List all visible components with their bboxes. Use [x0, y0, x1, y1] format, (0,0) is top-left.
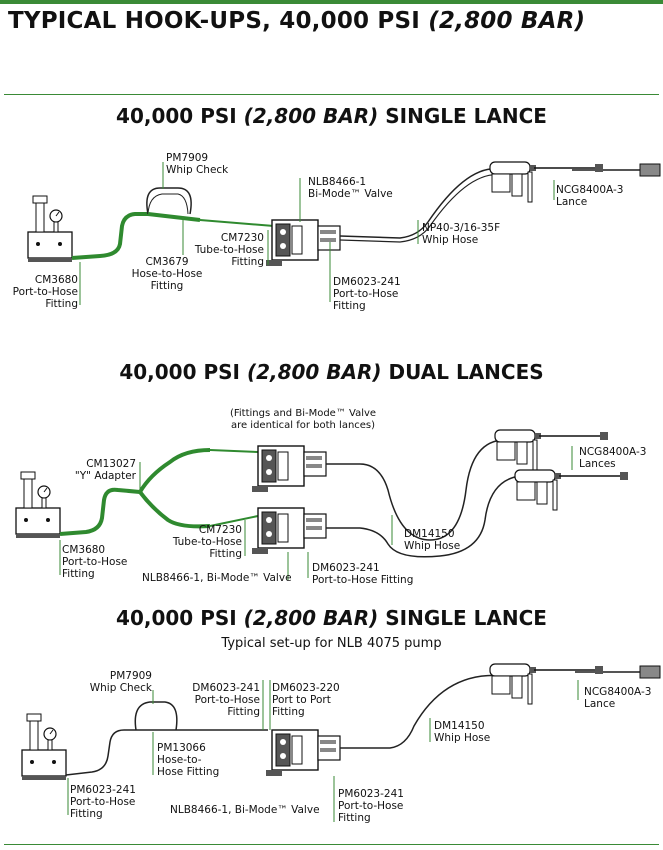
label-whip-hose: NP40-3/16-35F Whip Hose	[422, 222, 501, 246]
label-port-to-hose-dm: DM6023-241 Port-to-Hose Fitting	[312, 562, 414, 586]
label-tube-to-hose: CM7230 Tube-to-Hose Fitting	[194, 232, 264, 268]
label-whip-hose: DM14150 Whip Hose	[434, 720, 491, 744]
section-2-title: 40,000 PSI (2,800 BAR) DUAL LANCES	[119, 360, 544, 384]
section-2-note: (Fittings and Bi-Mode™ Valve are identic…	[229, 408, 377, 431]
label-port-to-hose-dm: DM6023-241 Port-to-Hose Fitting	[192, 682, 260, 718]
footer-divider	[4, 844, 659, 845]
label-port-to-hose: CM3680 Port-to-Hose Fitting	[62, 544, 128, 580]
label-tube-to-hose: CM7230 Tube-to-Hose Fitting	[172, 524, 242, 560]
label-port-to-hose-pm-right: PM6023-241 Port-to-Hose Fitting	[338, 788, 404, 824]
label-port-to-hose-dm: DM6023-241 Port-to-Hose Fitting	[333, 276, 401, 312]
section-3-title: 40,000 PSI (2,800 BAR) SINGLE LANCE	[116, 606, 547, 630]
top-accent-bar	[0, 0, 663, 4]
label-port-to-hose-pm-left: PM6023-241 Port-to-Hose Fitting	[70, 784, 136, 820]
label-bimode-valve: NLB8466-1, Bi-Mode™ Valve	[142, 572, 292, 584]
label-bimode-valve: NLB8466-1, Bi-Mode™ Valve	[170, 804, 320, 816]
section-divider	[4, 94, 659, 95]
label-hose-to-hose: CM3679 Hose-to-Hose Fitting	[131, 256, 203, 292]
label-lances: NCG8400A-3 Lances	[579, 446, 647, 470]
label-y-adapter: CM13027 "Y" Adapter	[74, 458, 136, 482]
label-lance: NCG8400A-3 Lance	[584, 686, 652, 710]
label-bimode-valve: NLB8466-1 Bi-Mode™ Valve	[308, 176, 393, 200]
label-hose-to-hose: PM13066 Hose-to- Hose Fitting	[157, 742, 220, 778]
label-whip-check: PM7909 Whip Check	[89, 670, 152, 694]
section-3-subtitle: Typical set-up for NLB 4075 pump	[221, 636, 442, 651]
label-whip-check: PM7909 Whip Check	[166, 152, 229, 176]
section-1-title: 40,000 PSI (2,800 BAR) SINGLE LANCE	[116, 104, 547, 128]
label-port-to-hose: CM3680 Port-to-Hose Fitting	[12, 274, 78, 310]
page-title: TYPICAL HOOK-UPS, 40,000 PSI (2,800 BAR)	[8, 8, 586, 34]
label-port-to-port: DM6023-220 Port to Port Fitting	[272, 682, 340, 718]
label-whip-hose: DM14150 Whip Hose	[404, 528, 461, 552]
label-lance: NCG8400A-3 Lance	[556, 184, 624, 208]
